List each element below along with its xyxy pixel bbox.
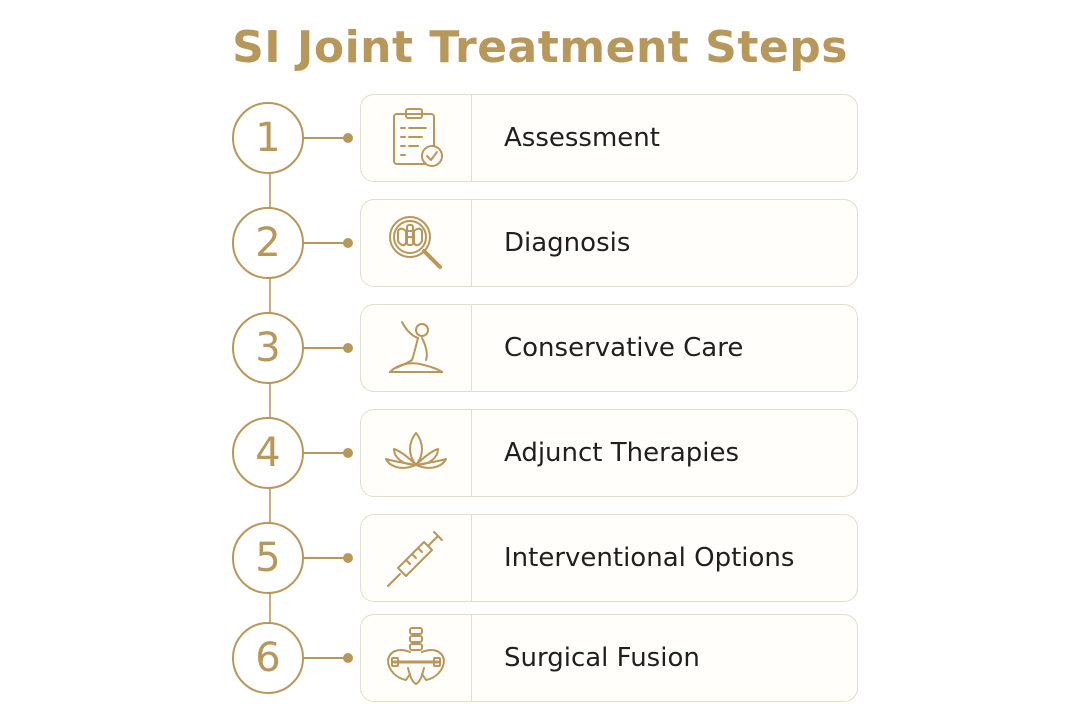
step-label: Adjunct Therapies (504, 438, 740, 468)
connector-dot (343, 343, 353, 353)
step-number-circle: 5 (232, 522, 304, 594)
step-3: 3 Conservative Care (0, 304, 1080, 394)
step-connector (304, 452, 348, 454)
step-6: 6 Surgical Fusion (0, 614, 1080, 704)
step-connector (304, 557, 348, 559)
page-title: SI Joint Treatment Steps (232, 22, 848, 73)
step-card: Assessment (360, 94, 858, 182)
connector-dot (343, 133, 353, 143)
step-label: Diagnosis (504, 228, 631, 258)
step-card: Interventional Options (360, 514, 858, 602)
pelvis-fusion-icon (361, 615, 472, 701)
step-connector (304, 657, 348, 659)
step-number-circle: 2 (232, 207, 304, 279)
step-label: Assessment (504, 123, 660, 153)
connector-dot (343, 653, 353, 663)
connector-dot (343, 238, 353, 248)
step-card: Diagnosis (360, 199, 858, 287)
pelvis-magnifier-icon (361, 200, 472, 286)
connector-dot (343, 448, 353, 458)
step-label: Conservative Care (504, 333, 744, 363)
clipboard-check-icon (361, 95, 472, 181)
step-card: Adjunct Therapies (360, 409, 858, 497)
connector-dot (343, 553, 353, 563)
step-2: 2 Diagnosis (0, 199, 1080, 289)
step-connector (304, 347, 348, 349)
lotus-icon (361, 410, 472, 496)
syringe-icon (361, 515, 472, 601)
step-label: Surgical Fusion (504, 643, 700, 673)
step-number-circle: 4 (232, 417, 304, 489)
step-5: 5 Interventional Options (0, 514, 1080, 604)
timeline-rail (269, 136, 271, 656)
step-connector (304, 137, 348, 139)
step-4: 4 Adjunct Therapies (0, 409, 1080, 499)
step-card: Conservative Care (360, 304, 858, 392)
step-number-circle: 3 (232, 312, 304, 384)
step-1: 1 Assessment (0, 94, 1080, 184)
step-number-circle: 1 (232, 102, 304, 174)
step-connector (304, 242, 348, 244)
yoga-stretch-icon (361, 305, 472, 391)
step-number-circle: 6 (232, 622, 304, 694)
step-label: Interventional Options (504, 543, 795, 573)
step-card: Surgical Fusion (360, 614, 858, 702)
